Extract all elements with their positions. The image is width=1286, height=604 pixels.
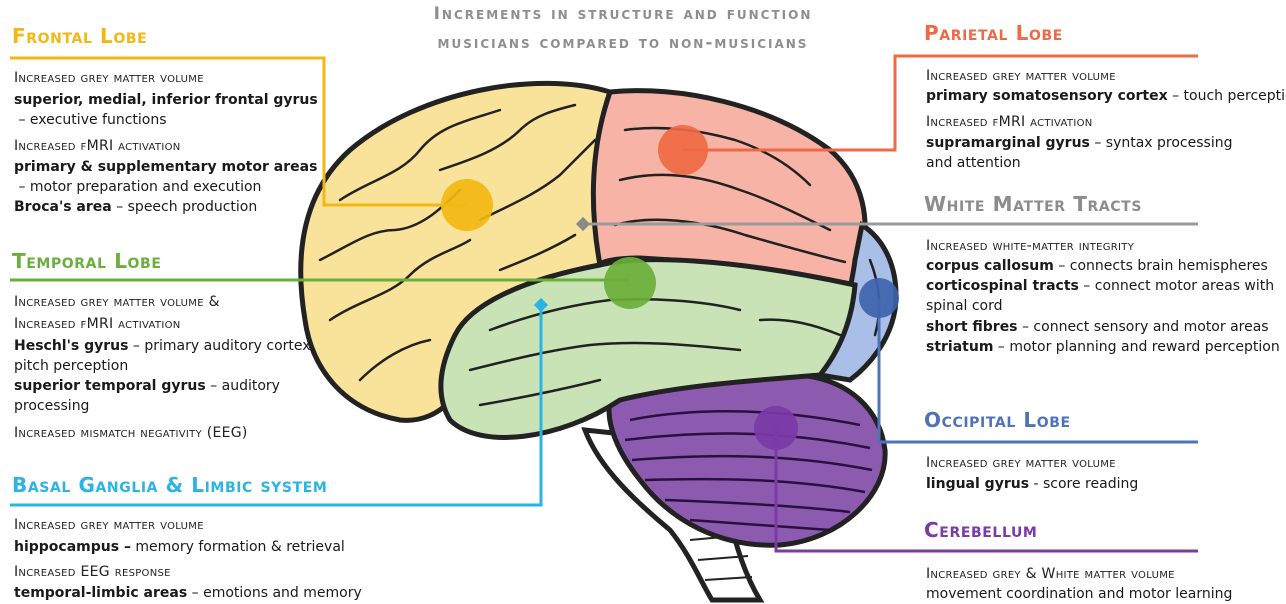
white-matter-text-3: spinal cord — [926, 296, 1003, 316]
basal-heading: Basal Ganglia & Limbic system — [12, 475, 327, 495]
diagram-title-line2: musicians compared to non-musicians — [403, 33, 843, 53]
frontal-heading: Frontal Lobe — [12, 26, 147, 46]
occipital-text-1: lingual gyrus - score reading — [926, 474, 1138, 494]
white-matter-text-5: striatum – motor planning and reward per… — [926, 337, 1280, 357]
diagram-title-line1: Increments in structure and function — [403, 4, 843, 24]
basal-text-2: temporal-limbic areas – emotions and mem… — [14, 583, 362, 603]
temporal-label-3: Increased mismatch negativity (EEG) — [14, 423, 248, 443]
temporal-dot — [604, 257, 656, 309]
parietal-dot — [658, 125, 708, 175]
cerebellum-dot — [754, 406, 798, 450]
occipital-dot — [859, 278, 899, 318]
white-matter-text-4: short fibres – connect sensory and motor… — [926, 317, 1269, 337]
frontal-text-3: primary & supplementary motor areas — [14, 157, 317, 177]
basal-text-1: hippocampus – memory formation & retriev… — [14, 537, 345, 557]
white-matter-label-1: Increased white-matter integrity — [926, 236, 1134, 256]
parietal-text-2: supramarginal gyrus – syntax processing — [926, 133, 1232, 153]
parietal-text-1: primary somatosensory cortex – touch per… — [926, 86, 1286, 106]
frontal-text-2: – executive functions — [14, 110, 167, 130]
temporal-text-2: pitch perception — [14, 356, 128, 376]
occipital-label-1: Increased grey matter volume — [926, 453, 1116, 473]
temporal-text-1: Heschl's gyrus – primary auditory cortex… — [14, 336, 315, 356]
temporal-label-2: Increased fMRI activation — [14, 314, 181, 334]
occipital-heading: Occipital Lobe — [924, 410, 1071, 430]
parietal-label-1: Increased grey matter volume — [926, 66, 1116, 86]
parietal-heading: Parietal Lobe — [924, 23, 1063, 43]
parietal-text-3: and attention — [926, 153, 1021, 173]
frontal-text-1: superior, medial, inferior frontal gyrus — [14, 90, 318, 110]
temporal-text-4: processing — [14, 396, 89, 416]
white-matter-text-2: corticospinal tracts – connect motor are… — [926, 276, 1274, 296]
temporal-text-3: superior temporal gyrus – auditory — [14, 376, 280, 396]
cerebellum-heading: Cerebellum — [924, 520, 1037, 540]
temporal-label-1: Increased grey matter volume & — [14, 292, 220, 312]
cerebellum-label-1: Increased grey & White matter volume — [926, 564, 1175, 584]
basal-label-2: Increased EEG response — [14, 562, 171, 582]
white-matter-text-1: corpus callosum – connects brain hemisph… — [926, 256, 1268, 276]
frontal-dot — [441, 179, 493, 231]
frontal-text-5: Broca's area – speech production — [14, 197, 257, 217]
frontal-text-4: – motor preparation and execution — [14, 177, 261, 197]
white-matter-heading: White Matter Tracts — [924, 194, 1142, 214]
temporal-heading: Temporal Lobe — [12, 251, 161, 271]
frontal-label-grey: Increased grey matter volume — [14, 68, 204, 88]
parietal-label-2: Increased fMRI activation — [926, 112, 1093, 132]
cerebellum-text-1: movement coordination and motor learning — [926, 584, 1232, 604]
basal-label-1: Increased grey matter volume — [14, 515, 204, 535]
frontal-label-fmri: Increased fMRI activation — [14, 136, 181, 156]
